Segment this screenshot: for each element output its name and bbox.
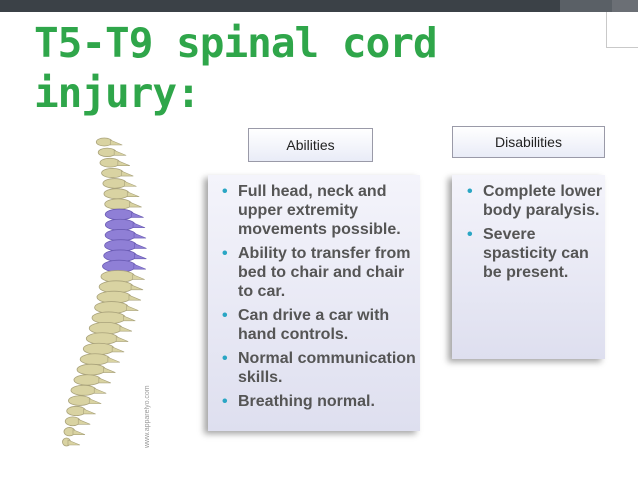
vertebra xyxy=(99,157,121,168)
spinous-process xyxy=(115,336,129,342)
spinous-process xyxy=(123,315,136,322)
spinous-process xyxy=(72,429,86,435)
list-item-text: Ability to transfer from bed to chair an… xyxy=(238,245,411,300)
slide-title: T5-T9 spinal cord injury: xyxy=(34,18,438,118)
vertebra xyxy=(97,147,117,157)
list-item: • Can drive a car with hand controls. xyxy=(220,306,420,344)
list-item: • Ability to transfer from bed to chair a… xyxy=(220,244,420,301)
list-item-text: Can drive a car with hand controls. xyxy=(238,307,390,343)
highlighted-vertebra xyxy=(104,218,136,231)
disabilities-list: • Complete lower body paralysis. • Severe … xyxy=(465,182,603,287)
disabilities-header: Disabilities xyxy=(452,126,605,158)
spinous-process xyxy=(119,325,133,332)
vertebra xyxy=(102,178,127,189)
spinous-process xyxy=(133,232,147,239)
list-item-text: Breathing normal. xyxy=(238,393,375,410)
highlighted-vertebra xyxy=(104,208,134,221)
spinous-process xyxy=(131,211,144,218)
spinous-process xyxy=(121,170,134,177)
corner-line-vertical xyxy=(606,12,607,48)
watermark-text: www.apparelyo.com xyxy=(144,385,151,448)
highlighted-vertebra xyxy=(104,239,137,252)
spinous-process xyxy=(83,408,96,415)
vertebra xyxy=(73,374,102,386)
list-item-text: Normal communication skills. xyxy=(238,350,416,386)
spinous-process xyxy=(124,180,137,187)
spinous-process xyxy=(128,294,142,301)
title-line-1: T5-T9 spinal cord xyxy=(34,19,438,67)
spinous-process xyxy=(132,222,146,229)
spinous-process xyxy=(67,439,81,446)
spinous-process xyxy=(129,201,142,208)
bullet-icon: • xyxy=(467,183,473,200)
spinous-process xyxy=(117,160,130,166)
bullet-icon: • xyxy=(222,245,228,262)
vertebra xyxy=(82,342,115,355)
corner-line-horizontal xyxy=(606,47,638,48)
spinous-process xyxy=(113,149,127,156)
vertebra xyxy=(70,384,97,396)
vertebra xyxy=(103,188,130,200)
spine-illustration xyxy=(62,137,147,447)
abilities-panel xyxy=(208,175,420,431)
top-bar-right-segment xyxy=(612,0,638,12)
spinous-process xyxy=(77,418,91,425)
vertebra xyxy=(76,363,106,376)
bullet-icon: • xyxy=(222,393,228,410)
spinous-process xyxy=(93,387,107,394)
spinous-process xyxy=(107,356,120,363)
bullet-icon: • xyxy=(222,350,228,367)
vertebra xyxy=(88,321,123,335)
top-bar-dark-segment xyxy=(0,0,560,12)
top-bar-mid-segment xyxy=(560,0,612,12)
abilities-header: Abilities xyxy=(248,128,373,162)
list-item-text: Complete lower body paralysis. xyxy=(483,183,603,219)
spinous-process xyxy=(126,191,140,198)
spinous-process xyxy=(130,284,144,291)
bullet-icon: • xyxy=(222,183,228,200)
spinous-process xyxy=(103,367,116,373)
list-item: • Complete lower body paralysis. xyxy=(465,182,603,220)
vertebra xyxy=(66,405,87,417)
spinous-process xyxy=(98,377,111,384)
vertebra xyxy=(101,167,124,179)
spinous-process xyxy=(111,346,125,353)
vertebra xyxy=(68,395,92,406)
list-item: • Breathing normal. xyxy=(220,392,420,411)
spine-vertebrae xyxy=(62,137,147,447)
vertebra xyxy=(85,332,119,345)
bullet-icon: • xyxy=(222,307,228,324)
vertebra xyxy=(91,311,126,325)
vertebra xyxy=(79,353,111,366)
list-item-text: Severe spasticity can be present. xyxy=(483,226,589,281)
spinous-process xyxy=(132,274,145,280)
top-bar xyxy=(0,0,638,12)
vertebra xyxy=(104,198,133,210)
list-item: • Full head, neck and upper extremity mov… xyxy=(220,182,420,239)
vertebra xyxy=(95,137,113,147)
bullet-icon: • xyxy=(467,226,473,243)
list-item-text: Full head, neck and upper extremity move… xyxy=(238,183,401,238)
spinous-process xyxy=(88,398,102,404)
list-item: • Severe spasticity can be present. xyxy=(465,225,603,282)
list-item: • Normal communication skills. xyxy=(220,349,420,387)
title-line-2: injury: xyxy=(34,69,201,117)
disabilities-panel xyxy=(452,175,605,359)
highlighted-vertebra xyxy=(104,229,137,242)
spinous-process xyxy=(134,242,147,249)
spinous-process xyxy=(109,139,123,146)
spinous-process xyxy=(126,305,139,311)
abilities-list: • Full head, neck and upper extremity mov… xyxy=(220,182,420,416)
spinous-process xyxy=(133,263,146,270)
spinous-process xyxy=(134,253,147,260)
